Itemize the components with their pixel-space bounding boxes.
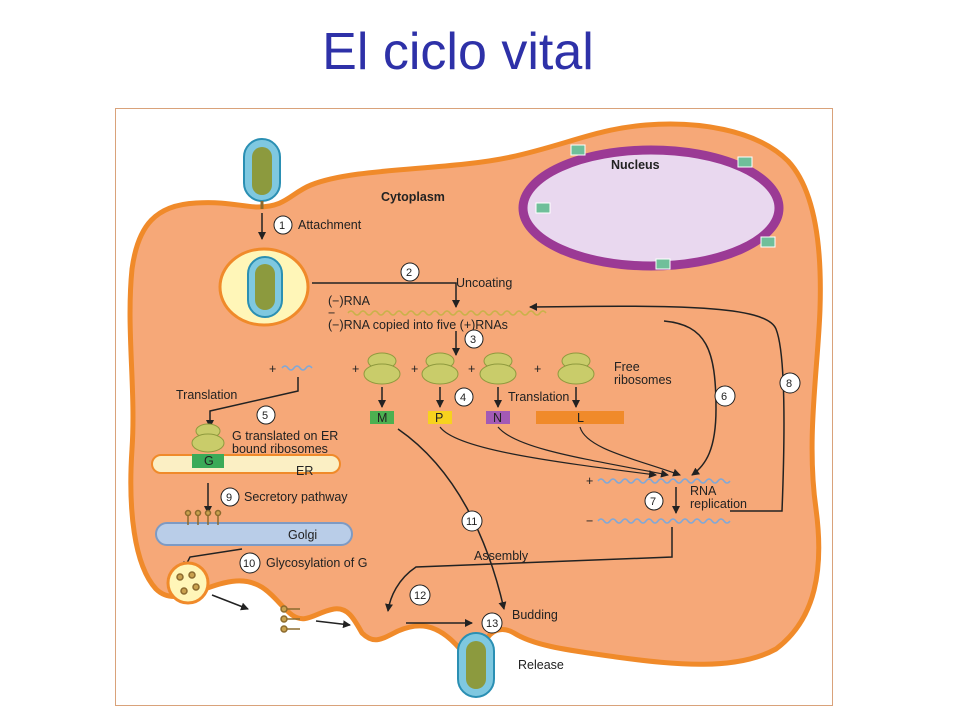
golgi-g-proteins [184, 509, 222, 525]
rna-replication-label-1: RNA [690, 484, 717, 498]
replication-minus: − [586, 514, 593, 528]
rna-strand-plus [597, 478, 731, 484]
plus-rnas-row: + + + + + [269, 362, 541, 376]
step-8: 8 [786, 378, 792, 390]
step-9: 9 [226, 492, 232, 504]
golgi-label: Golgi [288, 528, 317, 542]
translation-left-label: Translation [176, 388, 237, 402]
minus-sign: − [328, 306, 335, 320]
free-label: Free [614, 360, 640, 374]
nucleus [518, 145, 784, 271]
protein-p-label: P [435, 411, 443, 425]
rna-strand-minus-2 [597, 518, 731, 524]
protein-p-box [428, 411, 452, 424]
svg-text:+: + [534, 362, 541, 376]
step-6: 6 [721, 391, 727, 403]
svg-text:+: + [269, 362, 276, 376]
g-translated-label-1: G translated on ER [232, 429, 338, 443]
virion-entering [243, 138, 281, 209]
protein-m-label: M [377, 411, 387, 425]
membrane-g-proteins [280, 605, 300, 633]
step-13: 13 [486, 618, 498, 630]
svg-text:+: + [411, 362, 418, 376]
uncoating-label: Uncoating [456, 276, 512, 290]
rna-strand-minus [347, 310, 547, 316]
step-3: 3 [470, 334, 476, 346]
release-label: Release [518, 658, 564, 672]
step-2: 2 [406, 267, 412, 279]
free-ribosomes [363, 352, 595, 385]
virion-releasing [457, 632, 495, 698]
neg-rna-copied-label: (−)RNA copied into five (+)RNAs [328, 318, 508, 332]
step-1: 1 [279, 220, 285, 232]
g-protein-box [192, 454, 224, 468]
virus-life-cycle-figure: Nucleus Cytoplasm 1 Attachment 2 Uncoati… [115, 108, 833, 706]
budding-label: Budding [512, 608, 558, 622]
step-11: 11 [466, 516, 477, 528]
secretory-label: Secretory pathway [244, 490, 348, 504]
g-translated-label-2: bound ribosomes [232, 442, 328, 456]
cytoplasm-label: Cytoplasm [381, 190, 445, 204]
svg-text:+: + [468, 362, 475, 376]
step-10: 10 [243, 558, 255, 570]
golgi [155, 522, 353, 546]
rna-replication-label-2: replication [690, 497, 747, 511]
svg-text:+: + [352, 362, 359, 376]
assembly-label: Assembly [474, 549, 529, 563]
slide-title: El ciclo vital [322, 23, 594, 81]
replication-plus: + [586, 474, 593, 488]
protein-n-label: N [493, 411, 502, 425]
translation-mid-label: Translation [508, 390, 569, 404]
protein-m-box [370, 411, 394, 424]
attachment-label: Attachment [298, 218, 362, 232]
neg-rna-label: (−)RNA [328, 294, 371, 308]
life-cycle-diagram: Nucleus Cytoplasm 1 Attachment 2 Uncoati… [127, 121, 823, 698]
nuclear-pores [535, 144, 776, 270]
step-4: 4 [460, 392, 466, 404]
secretory-vesicle [166, 561, 210, 605]
step-5: 5 [262, 410, 268, 422]
protein-l-box [536, 411, 624, 424]
vesicle-g-proteins [176, 571, 200, 595]
g-protein-label: G [204, 454, 214, 468]
protein-n-box [486, 411, 510, 424]
ribosomes-label: ribosomes [614, 373, 672, 387]
nucleus-label: Nucleus [611, 158, 660, 172]
protein-l-label: L [577, 411, 584, 425]
endosome-virion [218, 247, 310, 327]
step-12: 12 [414, 590, 426, 602]
er-label: ER [296, 464, 313, 478]
glycosylation-label: Glycosylation of G [266, 556, 367, 570]
step-7: 7 [650, 496, 656, 508]
er-ribosome [191, 423, 225, 453]
